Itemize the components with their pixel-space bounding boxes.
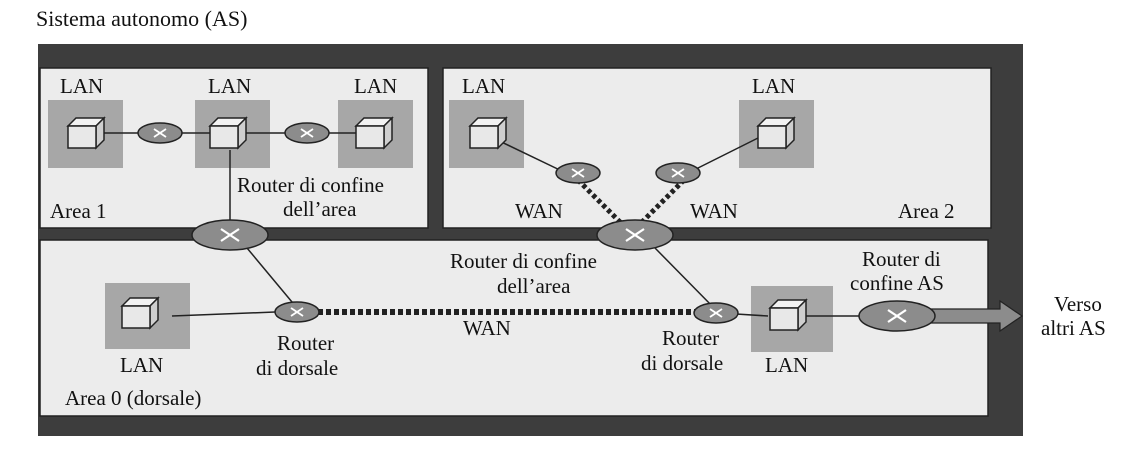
lan-label: LAN xyxy=(208,74,251,98)
host-icon xyxy=(67,117,105,149)
to-other-as-label-line2: altri AS xyxy=(1041,316,1106,340)
area-1-label: Area 1 xyxy=(50,199,107,223)
router-icon xyxy=(655,162,701,184)
lan-label: LAN xyxy=(752,74,795,98)
area-0-label: Area 0 (dorsale) xyxy=(65,386,201,410)
area-border-router-label-line2: dell’area xyxy=(283,197,357,221)
wan-label: WAN xyxy=(463,316,511,340)
router-icon xyxy=(284,122,330,144)
backbone-router-label-line2: di dorsale xyxy=(256,356,338,380)
lan-label: LAN xyxy=(120,353,163,377)
area-2-panel xyxy=(442,67,992,229)
area-2-label: Area 2 xyxy=(898,199,955,223)
host-icon xyxy=(121,297,159,329)
area-border-router-icon xyxy=(595,218,675,252)
to-other-as-arrow xyxy=(929,299,1024,333)
area-border-router-label-line2: dell’area xyxy=(497,274,571,298)
lan-label: LAN xyxy=(60,74,103,98)
wan-links xyxy=(318,178,696,315)
host-icon xyxy=(355,117,393,149)
diagram-title: Sistema autonomo (AS) xyxy=(36,6,248,31)
lan-label: LAN xyxy=(462,74,505,98)
as-border-router-icon xyxy=(857,299,937,333)
as-border-router-label-line2: confine AS xyxy=(850,271,944,295)
backbone-router-label-line2: di dorsale xyxy=(641,351,723,375)
host-icon xyxy=(769,299,807,331)
lan-label: LAN xyxy=(765,353,808,377)
backbone-router-label-line1: Router xyxy=(277,331,334,355)
lan-label: LAN xyxy=(354,74,397,98)
router-icon xyxy=(555,162,601,184)
wan-label: WAN xyxy=(690,199,738,223)
area-border-router-label-line1: Router di confine xyxy=(237,173,384,197)
as-border-router-label-line1: Router di xyxy=(862,247,941,271)
router-icon xyxy=(137,122,183,144)
wan-label: WAN xyxy=(515,199,563,223)
host-icon xyxy=(757,117,795,149)
backbone-router-label-line1: Router xyxy=(662,326,719,350)
to-other-as-label-line1: Verso xyxy=(1054,292,1102,316)
area-border-router-label-line1: Router di confine xyxy=(450,249,597,273)
host-icon xyxy=(469,117,507,149)
host-icon xyxy=(209,117,247,149)
backbone-router-icon xyxy=(693,302,739,324)
backbone-router-icon xyxy=(274,301,320,323)
area-border-router-icon xyxy=(190,218,270,252)
